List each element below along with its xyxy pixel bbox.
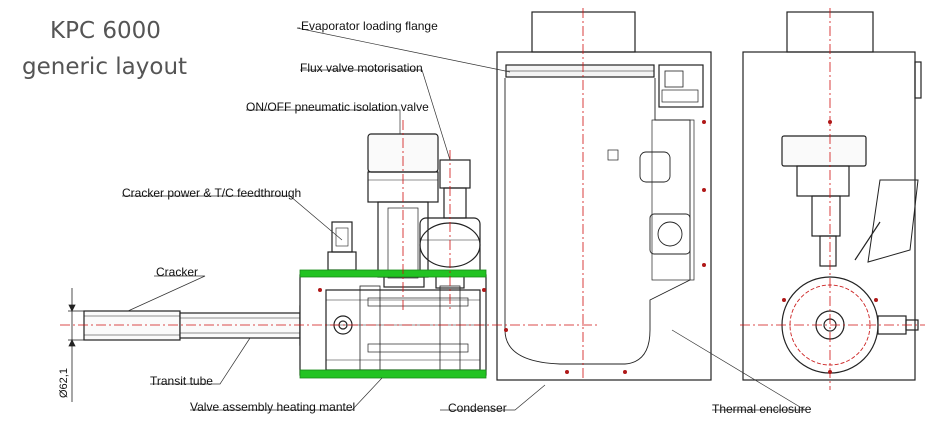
condenser-outline — [504, 78, 695, 365]
label-cracker-feedthrough: Cracker power & T/C feedthrough — [122, 186, 302, 200]
fastener-marks — [318, 120, 878, 374]
leader-lines — [122, 27, 807, 411]
label-flux-valve-motorisation: Flux valve motorisation — [300, 61, 423, 75]
cracker-feedthrough — [327, 221, 357, 271]
label-transit-tube: Transit tube — [150, 374, 213, 388]
title-line-2: generic layout — [22, 54, 188, 80]
label-condenser: Condenser — [448, 401, 507, 415]
label-cracker: Cracker — [156, 265, 199, 279]
diameter-label: Ø62,1 — [58, 368, 70, 398]
title-line-1: KPC 6000 — [50, 18, 161, 44]
heating-mantel — [299, 269, 487, 379]
label-thermal-enclosure: Thermal enclosure — [712, 402, 812, 416]
evaporator-housing — [496, 11, 712, 381]
cracker-body — [83, 310, 181, 341]
side-view-enclosure — [742, 11, 922, 381]
label-pneumatic-isolation-valve: ON/OFF pneumatic isolation valve — [246, 100, 429, 114]
centerlines — [60, 8, 925, 390]
diameter-dimension — [68, 288, 84, 402]
label-evaporator-loading-flange: Evaporator loading flange — [301, 19, 438, 33]
label-heating-mantel: Valve assembly heating mantel — [190, 400, 356, 414]
